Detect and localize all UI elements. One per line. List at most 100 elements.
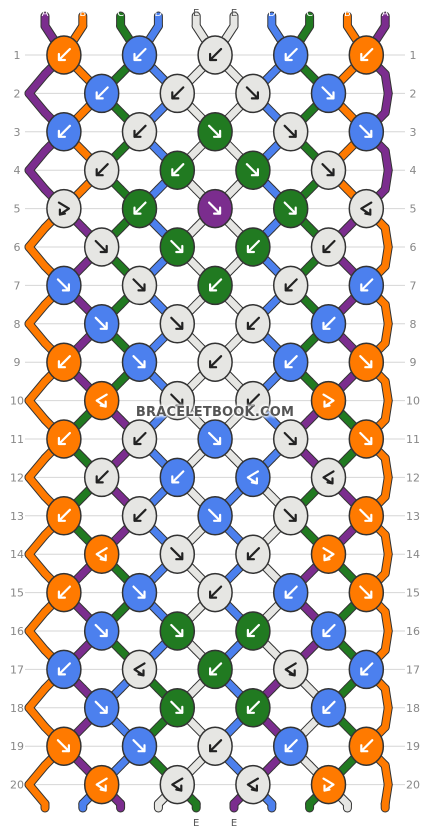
- row-number-right: 6: [410, 241, 417, 254]
- knot: [235, 380, 271, 421]
- knot: [159, 764, 196, 805]
- knot-arrow-icon: [170, 393, 184, 407]
- knot-arrow-icon: [133, 47, 147, 62]
- knot: [159, 611, 196, 651]
- string-label-top: E: [193, 8, 199, 19]
- row-number-left: 14: [10, 548, 24, 561]
- knot: [235, 73, 271, 114]
- knot-arrow-icon: [133, 124, 147, 138]
- knot-arrow-icon: [94, 239, 108, 254]
- row-number-left: 7: [14, 279, 21, 292]
- knot-oval: [310, 534, 347, 574]
- row-number-left: 13: [10, 510, 24, 523]
- knot-arrow-icon: [132, 355, 146, 369]
- string-label-top: A: [42, 8, 49, 19]
- knot: [121, 726, 158, 766]
- knot-arrow-icon: [170, 547, 184, 561]
- knot-arrow-icon: [246, 316, 260, 330]
- knot: [348, 35, 385, 75]
- knot-arrow-icon: [57, 431, 72, 446]
- knot-arrow-icon: [322, 623, 336, 638]
- string-label-bottom: D: [155, 818, 163, 829]
- knot-arrow-icon: [208, 431, 222, 446]
- knot: [121, 35, 158, 75]
- knot-oval: [46, 188, 82, 229]
- knot-arrow-icon: [132, 278, 146, 292]
- knot-arrow-icon: [322, 547, 335, 562]
- string-label-bottom: C: [117, 818, 124, 829]
- string-label-top: E: [231, 8, 237, 19]
- knot: [197, 649, 233, 690]
- knot: [159, 457, 196, 498]
- knot: [235, 764, 271, 805]
- knot: [310, 534, 347, 574]
- row-number-left: 19: [10, 740, 24, 753]
- knot: [121, 572, 158, 613]
- knot-arrow-icon: [95, 547, 108, 562]
- knot: [159, 150, 196, 190]
- row-number-left: 11: [10, 433, 24, 446]
- row-number-right: 14: [406, 548, 420, 561]
- knot-arrow-icon: [359, 508, 373, 522]
- knot: [121, 188, 158, 229]
- row-number-right: 13: [406, 510, 420, 523]
- knot: [235, 611, 271, 651]
- knot-arrow-icon: [246, 777, 259, 792]
- thread-segment: [25, 320, 49, 347]
- row-number-right: 15: [406, 587, 420, 600]
- knot: [83, 227, 120, 267]
- row-number-right: 8: [410, 318, 417, 331]
- knot-arrow-icon: [360, 278, 374, 292]
- row-number-right: 3: [410, 126, 417, 139]
- string-label-top: D: [155, 8, 163, 19]
- knot: [197, 188, 233, 229]
- knot: [83, 688, 120, 728]
- knot-arrow-icon: [209, 278, 223, 292]
- knot-arrow-icon: [360, 739, 374, 753]
- knot-arrow-icon: [321, 163, 335, 177]
- knot: [121, 265, 158, 306]
- knot: [159, 304, 196, 344]
- thread-segment: [25, 89, 49, 117]
- knot: [310, 150, 347, 190]
- knot: [235, 227, 271, 267]
- knot-arrow-icon: [359, 431, 373, 446]
- knot-arrow-icon: [209, 355, 223, 369]
- row-number-right: 20: [406, 779, 420, 792]
- knot: [83, 534, 120, 574]
- row-number-right: 1: [410, 49, 417, 62]
- knot: [310, 73, 347, 114]
- knot: [159, 688, 196, 728]
- knot-arrow-icon: [170, 623, 184, 638]
- knot-arrow-icon: [132, 739, 146, 753]
- thread-segment: [25, 761, 49, 789]
- thread-segment: [25, 473, 49, 501]
- knot-arrow-icon: [95, 470, 109, 484]
- row-number-left: 4: [14, 164, 21, 177]
- knot: [235, 534, 271, 574]
- row-number-left: 16: [10, 625, 24, 638]
- knot-oval: [310, 764, 347, 805]
- knot-arrow-icon: [322, 239, 336, 254]
- knot-arrow-icon: [245, 86, 259, 100]
- knot-arrow-icon: [322, 777, 335, 792]
- knot: [348, 572, 385, 613]
- thread-segment: [25, 397, 49, 424]
- knot: [272, 726, 309, 766]
- string-label-top: D: [268, 8, 276, 19]
- knot-arrow-icon: [171, 470, 185, 484]
- knot: [46, 112, 82, 152]
- knot-arrow-icon: [57, 662, 72, 676]
- row-number-left: 3: [14, 126, 21, 139]
- knot-arrow-icon: [283, 431, 297, 446]
- knot-arrow-icon: [283, 508, 297, 522]
- knot-arrow-icon: [209, 662, 223, 676]
- knot: [83, 150, 120, 190]
- string-label-top: C: [117, 8, 124, 19]
- knot: [272, 342, 309, 382]
- knot-arrow-icon: [322, 470, 335, 485]
- thread-segment: [25, 454, 49, 481]
- knot-arrow-icon: [56, 278, 71, 292]
- knot-oval: [310, 380, 347, 421]
